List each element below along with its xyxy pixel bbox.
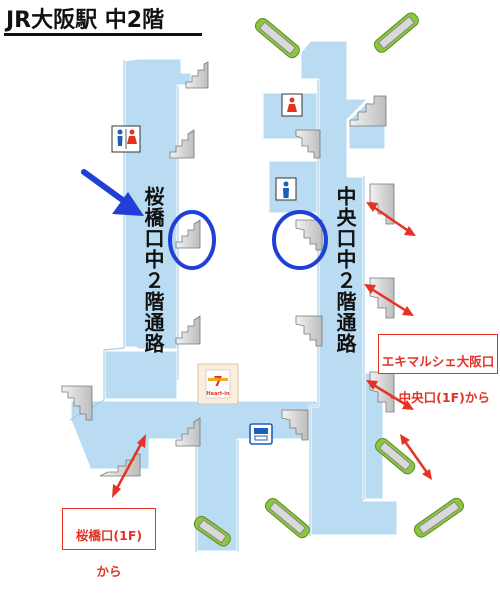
stairs-icon xyxy=(175,315,201,345)
exit-direction-arrows xyxy=(112,202,432,498)
blue-pointer-arrow xyxy=(81,169,144,216)
convenience-store: 7 Heart-in xyxy=(197,363,239,405)
stairs-icon xyxy=(349,95,387,127)
stairs-icon xyxy=(295,219,323,251)
corridor-outlines xyxy=(69,60,365,552)
exit-label-eki-marche: エキマルシェ大阪口 ・中央口(1F)から xyxy=(378,334,498,405)
left-corridor-label: 桜橋口中２階通路 xyxy=(141,186,165,354)
left-lower-hall xyxy=(102,348,180,402)
atm-icon xyxy=(249,423,273,445)
stairs-icon xyxy=(369,277,395,319)
escalator-icon xyxy=(373,12,419,53)
stairs-icon xyxy=(281,409,309,441)
red-double-arrow xyxy=(366,202,416,236)
red-double-arrow xyxy=(364,284,414,316)
store-logo-text: Heart-in xyxy=(206,391,230,397)
exit-label-line: 桜橋口(1F) xyxy=(75,528,143,543)
stairs-icon xyxy=(295,129,321,159)
escalator-icon xyxy=(413,497,465,538)
page-title: JR大阪駅 中2階 xyxy=(6,8,165,33)
exit-label-line: ・中央口(1F)から xyxy=(386,390,490,405)
stairs-icon xyxy=(61,385,93,421)
mens-restroom-icon xyxy=(275,177,297,201)
escalator-icon xyxy=(264,497,310,539)
stairs-icon xyxy=(175,417,201,447)
red-double-arrow xyxy=(366,380,414,410)
floor-plan: 7 Heart-in xyxy=(61,12,465,552)
stairs-icon xyxy=(185,61,209,89)
red-double-arrow xyxy=(400,434,432,480)
exit-label-line: から xyxy=(96,564,122,579)
ladies-restroom-icon xyxy=(281,93,303,117)
exit-label-sakurabashi: 桜橋口(1F) から xyxy=(62,508,156,579)
highlight-circles xyxy=(168,210,328,270)
map-stage: 7 Heart-in xyxy=(4,8,498,579)
escalators xyxy=(193,12,465,547)
title-underline xyxy=(4,33,202,36)
highlight-circle xyxy=(168,210,216,270)
escalator-icon xyxy=(193,515,231,547)
exit-label-line: エキマルシェ大阪口 xyxy=(381,354,495,369)
highlight-circle xyxy=(272,210,328,270)
stairs-group xyxy=(61,61,395,477)
restroom-icon xyxy=(111,125,141,153)
stairs-icon xyxy=(295,315,323,347)
stairs-icon xyxy=(99,453,141,477)
store-logo-number: 7 xyxy=(213,375,222,390)
escalator-icon xyxy=(374,437,416,475)
stairs-icon xyxy=(175,219,201,249)
stairs-icon xyxy=(169,129,195,159)
escalator-icon xyxy=(254,17,300,59)
red-double-arrow xyxy=(112,434,146,498)
right-corridor-label: 中央口中２階通路 xyxy=(333,186,357,354)
